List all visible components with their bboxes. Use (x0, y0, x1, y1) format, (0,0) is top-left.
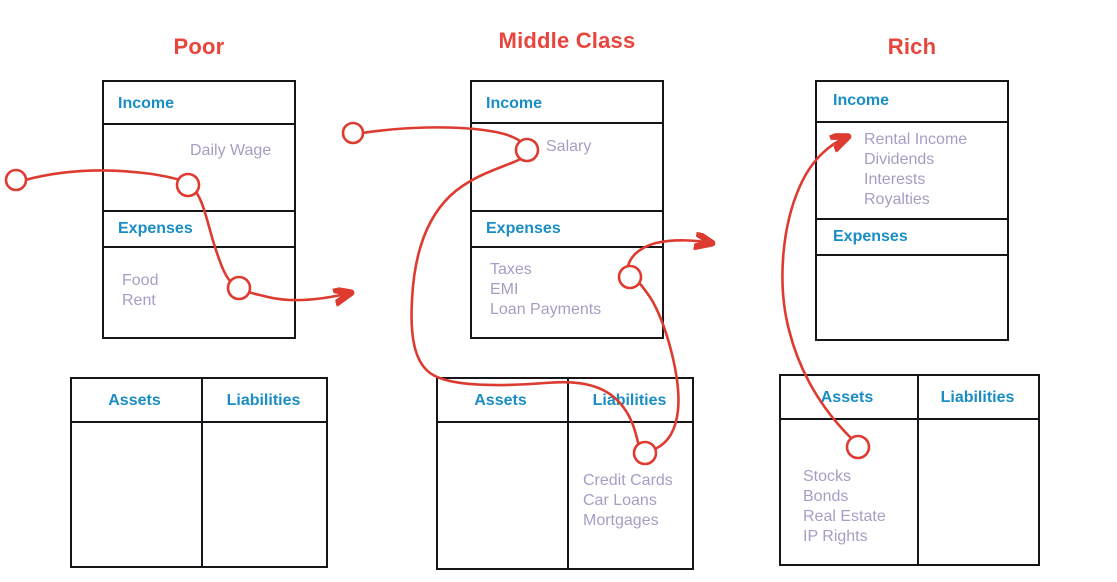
balance-header-divider-rich (781, 418, 1038, 420)
income-items-middle-class: Salary (546, 138, 592, 155)
income-label-middle-class: Income (486, 95, 543, 112)
balance-header-divider-middle-class (438, 421, 692, 423)
assets-header-middle-class: Assets (474, 392, 527, 409)
column-title-poor: Poor (173, 34, 225, 59)
balance-column-divider-middle-class (567, 379, 569, 568)
income-label-rich: Income (833, 92, 890, 109)
balance-table-poor (70, 377, 328, 568)
expenses-label-rich: Expenses (833, 228, 908, 245)
column-title-middle-class: Middle Class (498, 28, 636, 53)
assets-header-poor: Assets (108, 392, 161, 409)
balance-column-divider-rich (917, 376, 919, 564)
balance-column-divider-poor (201, 379, 203, 566)
expenses-band-rich (817, 218, 1007, 256)
income-band-rich (817, 82, 1007, 123)
liabilities-items-middle-class: Credit Cards Car Loans Mortgages (583, 472, 673, 529)
liabilities-header-middle-class: Liabilities (592, 392, 667, 409)
balance-table-rich (779, 374, 1040, 566)
income-label-poor: Income (118, 95, 175, 112)
income-band-middle-class (472, 82, 662, 124)
column-title-rich: Rich (887, 34, 937, 59)
income-band-poor (104, 82, 294, 125)
expenses-label-poor: Expenses (118, 220, 193, 237)
expenses-label-middle-class: Expenses (486, 220, 561, 237)
income-items-poor: Daily Wage (190, 142, 272, 159)
liabilities-header-poor: Liabilities (226, 392, 301, 409)
flow-node-poor-origin (4, 168, 28, 192)
expenses-items-poor: Food Rent (122, 272, 159, 309)
assets-header-rich: Assets (820, 389, 874, 406)
statement-box-rich (815, 80, 1009, 341)
balance-header-divider-poor (72, 421, 326, 423)
assets-items-rich: Stocks Bonds Real Estate IP Rights (803, 468, 886, 545)
expenses-items-middle-class: Taxes EMI Loan Payments (490, 261, 602, 318)
liabilities-header-rich: Liabilities (940, 389, 1015, 406)
income-items-rich: Rental Income Dividends Interests Royalt… (864, 131, 968, 208)
flow-node-middle-class-origin (341, 121, 365, 145)
